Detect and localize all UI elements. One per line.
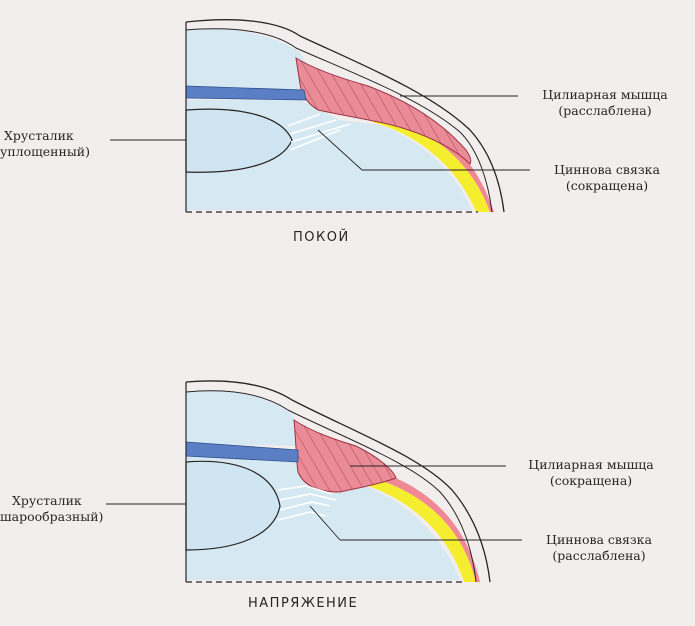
rest-anterior-chamber (186, 28, 318, 92)
strain-anterior-chamber (186, 390, 304, 446)
strain-zonule-leader (309, 505, 341, 541)
rest-sclera-outer (185, 19, 505, 213)
rest-lens-state: уплощенный) (0, 144, 90, 159)
strain-sclera-outer (185, 380, 491, 583)
strain-zonule-state: (расслаблена) (552, 548, 646, 563)
strain-retina (362, 478, 476, 582)
rest-caption: ПОКОЙ (293, 230, 350, 245)
strain-muscle-state: (сокращена) (549, 473, 633, 488)
strain-zonule-fibres (277, 485, 337, 521)
rest-zonule-label: Циннова связка (554, 162, 660, 177)
rest-zonule-fibres (287, 113, 351, 151)
rest-zonule-leader (317, 129, 363, 171)
strain-lens (185, 460, 281, 551)
rest-retina (372, 118, 490, 212)
rest-sclera-inner (185, 28, 493, 213)
strain-caption: НАПРЯЖЕНИЕ (248, 596, 359, 611)
rest-zonule-state: (сокращена) (565, 178, 649, 193)
strain-muscle-fibres (294, 420, 396, 492)
strain-zonule-label: Циннова связка (546, 532, 652, 547)
rest-muscle-state: (расслаблена) (558, 103, 652, 118)
strain-eye-section (106, 380, 522, 583)
rest-eye-section (110, 19, 530, 213)
strain-lens-state: шарообразный) (0, 509, 104, 524)
rest-muscle-label: Цилиарная мышца (542, 87, 668, 102)
rest-muscle-fibres (296, 58, 471, 164)
rest-lens (185, 108, 293, 173)
rest-lens-label: Хрусталик (4, 128, 74, 143)
strain-sclera-inner (185, 390, 477, 583)
strain-muscle-label: Цилиарная мышца (528, 457, 654, 472)
strain-lens-label: Хрусталик (12, 493, 82, 508)
